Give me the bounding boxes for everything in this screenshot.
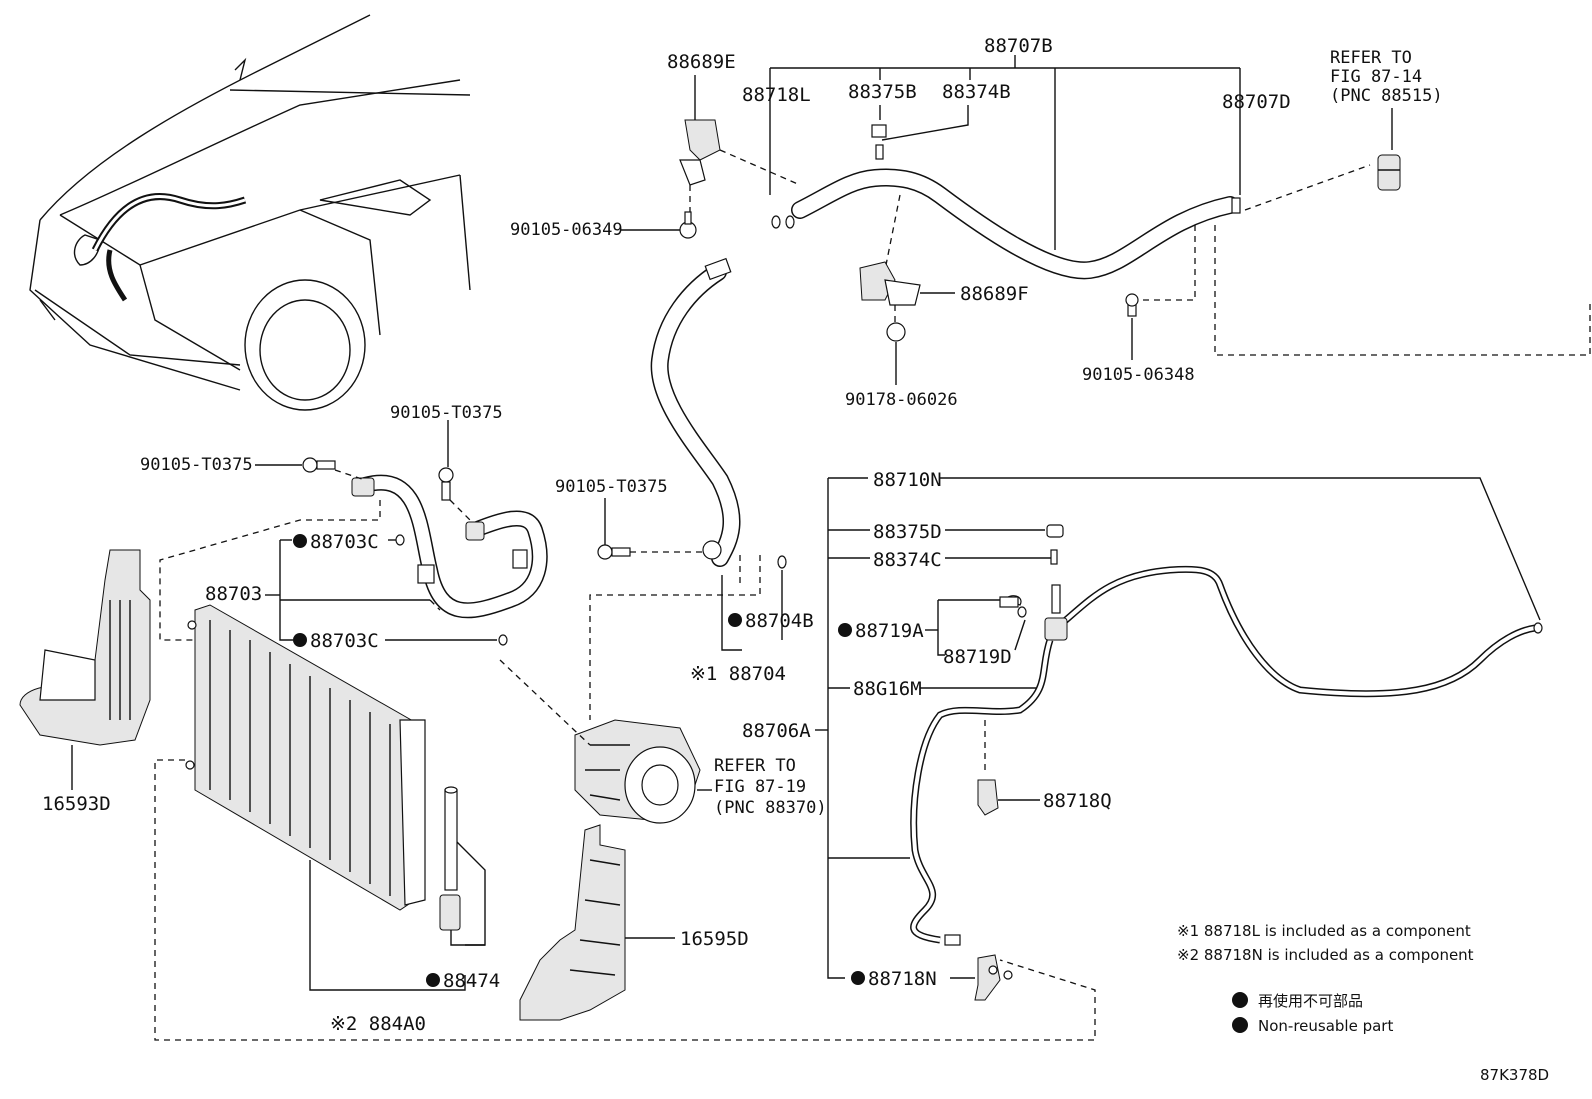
bolt-90105-06348 [1125, 293, 1139, 360]
bracket-88689f [859, 261, 955, 385]
label-88718n[interactable]: 88718N [868, 968, 937, 990]
liquid-hose-88703 [159, 420, 722, 646]
receiver-88474 [439, 786, 485, 946]
suction-pipe-group [719, 55, 1591, 356]
label-16595d[interactable]: 16595D [680, 928, 749, 950]
label-88707b[interactable]: 88707B [984, 35, 1053, 57]
liquid-pipe-group [815, 477, 1543, 1001]
part-labels: 88707B 88689E 88718L 88375B 88374B 88707… [42, 35, 1443, 1035]
label-88718q[interactable]: 88718Q [1043, 790, 1112, 812]
legend-dot-icon [1232, 992, 1248, 1008]
label-88374c[interactable]: 88374C [873, 549, 942, 571]
label-88706a[interactable]: 88706A [742, 720, 811, 742]
refer-text-87-14-line1: REFER TO [1330, 48, 1412, 68]
label-88704b[interactable]: 88704B [745, 610, 814, 632]
label-88474[interactable]: 88474 [443, 970, 500, 992]
label-88718l[interactable]: 88718L [742, 84, 811, 106]
note-2: ※2 88718N is included as a component [1177, 946, 1474, 964]
air-guide-16595d [519, 824, 675, 1021]
refer-text-87-14-line2: FIG 87-14 [1330, 67, 1422, 87]
label-88689e[interactable]: 88689E [667, 51, 736, 73]
label-88719d[interactable]: 88719D [943, 646, 1012, 668]
label-90105-t0375-center[interactable]: 90105-T0375 [555, 477, 668, 497]
label-88374b[interactable]: 88374B [942, 81, 1011, 103]
label-16593d[interactable]: 16593D [42, 793, 111, 815]
label-884a0[interactable]: ※2 884A0 [330, 1013, 426, 1035]
air-guide-16593d [19, 549, 151, 790]
label-90178-06026[interactable]: 90178-06026 [845, 390, 958, 410]
refer-text-87-14-line3[interactable]: (PNC 88515) [1330, 86, 1443, 106]
bracket-88689e [620, 75, 721, 239]
nut-icon [886, 322, 906, 342]
legend-jp: 再使用不可部品 [1258, 992, 1363, 1010]
label-88707d[interactable]: 88707D [1222, 91, 1291, 113]
label-90105-06349[interactable]: 90105-06349 [510, 220, 623, 240]
label-88375d[interactable]: 88375D [873, 521, 942, 543]
label-88689f[interactable]: 88689F [960, 283, 1029, 305]
label-90105-06348[interactable]: 90105-06348 [1082, 365, 1195, 385]
non-reusable-dot [293, 534, 307, 548]
o-ring-icon [771, 215, 781, 229]
refer-connector-87-14 [1377, 108, 1401, 191]
non-reusable-dot [293, 633, 307, 647]
discharge-hose [589, 257, 787, 720]
compressor [499, 659, 712, 824]
refer-text-87-19-line2: FIG 87-19 [714, 777, 806, 797]
refer-text-87-19-line3[interactable]: (PNC 88370) [714, 798, 827, 818]
label-90105-t0375-left[interactable]: 90105-T0375 [140, 455, 253, 475]
non-reusable-dot [838, 623, 852, 637]
figure-id: 87K378D [1480, 1066, 1549, 1084]
service-cap-icon [871, 124, 887, 138]
vehicle-illustration [29, 14, 471, 411]
label-88710n[interactable]: 88710N [873, 469, 942, 491]
note-1: ※1 88718L is included as a component [1177, 922, 1471, 940]
label-88703[interactable]: 88703 [205, 583, 262, 605]
label-88703c-lower[interactable]: 88703C [310, 630, 379, 652]
non-reusable-dot [728, 613, 742, 627]
label-88704[interactable]: ※1 88704 [690, 663, 786, 685]
condenser [185, 604, 486, 991]
notes-legend: ※1 88718L is included as a component ※2 … [1177, 922, 1549, 1084]
refer-text-87-19-line1: REFER TO [714, 756, 796, 776]
non-reusable-dot [426, 973, 440, 987]
label-88375b[interactable]: 88375B [848, 81, 917, 103]
label-90105-t0375-top[interactable]: 90105-T0375 [390, 403, 503, 423]
label-88703c-upper[interactable]: 88703C [310, 531, 379, 553]
legend-dot-icon [1232, 1017, 1248, 1033]
legend-en: Non-reusable part [1258, 1017, 1393, 1035]
label-88719a[interactable]: 88719A [855, 620, 924, 642]
non-reusable-dot [851, 971, 865, 985]
dashed-guide-lower [154, 759, 1096, 1041]
label-88g16m[interactable]: 88G16M [853, 678, 922, 700]
